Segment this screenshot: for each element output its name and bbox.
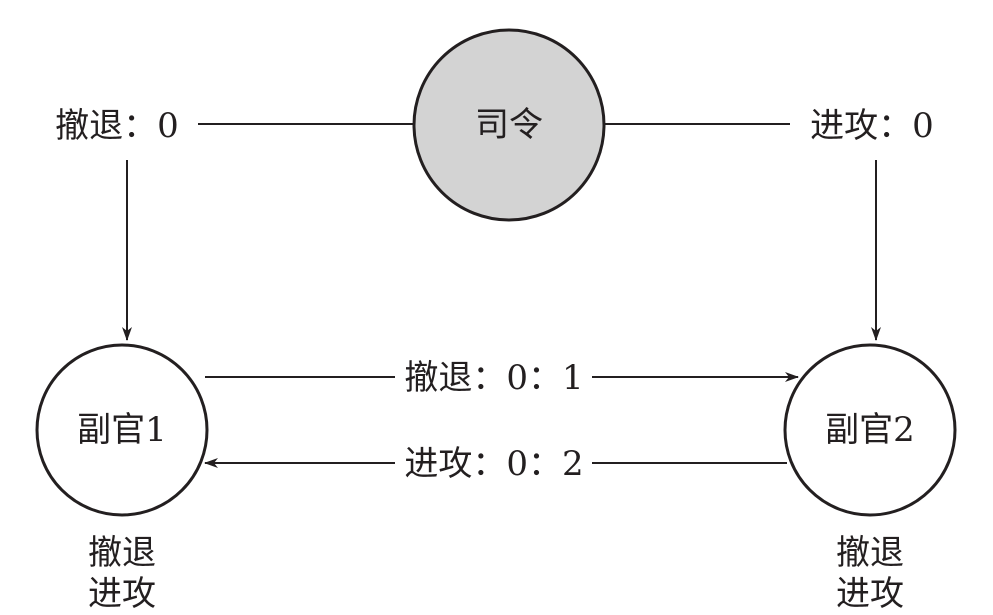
l2-decision-retreat: 撤退 xyxy=(836,533,904,573)
edge-label-l2-l1: 进攻：0：2 xyxy=(404,444,584,484)
l2-decision-attack: 进攻 xyxy=(836,574,904,614)
lieutenant1-label: 副官1 xyxy=(77,410,167,450)
l1-decision-attack: 进攻 xyxy=(88,574,156,614)
lieutenant2-node xyxy=(783,343,957,517)
lieutenant2-label: 副官2 xyxy=(825,410,915,450)
edge-label-l1-l2: 撤退：0：1 xyxy=(404,358,584,398)
commander-label: 司令 xyxy=(475,105,543,145)
lieutenant1-node xyxy=(35,343,209,517)
l1-decision-retreat: 撤退 xyxy=(88,533,156,573)
edge-label-commander-l1: 撤退：0 xyxy=(55,106,179,146)
edge-label-commander-l2: 进攻：0 xyxy=(810,106,934,146)
